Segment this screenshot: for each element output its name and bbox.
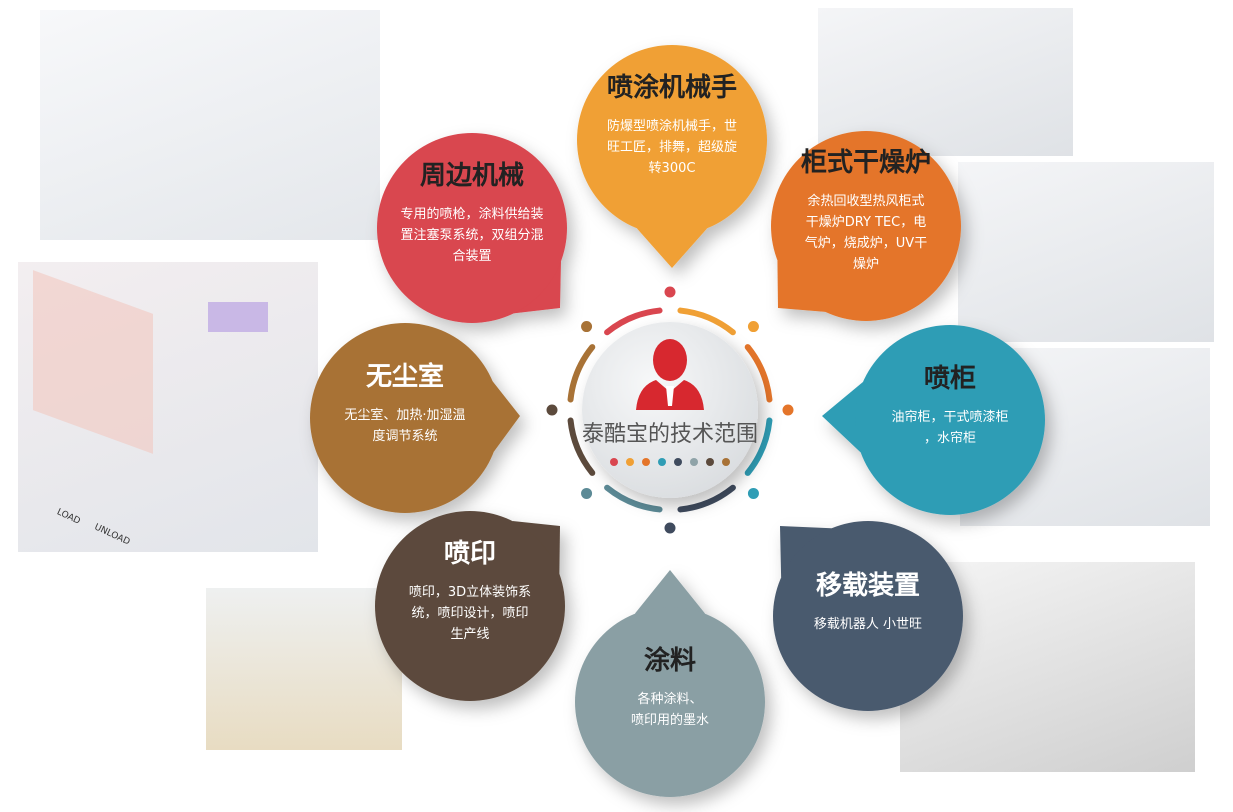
bubble-title: 周边机械	[420, 161, 524, 191]
printing-booth-photo	[206, 588, 402, 750]
ring-arc	[744, 344, 773, 403]
bubble-description-line: 移载机器人 小世旺	[814, 617, 922, 632]
color-dot	[690, 458, 698, 466]
bubble-description-line: 无尘室、加热·加湿温	[344, 407, 465, 423]
color-dot	[706, 458, 714, 466]
color-dot	[626, 458, 634, 466]
ring-arc	[744, 417, 773, 476]
bubble-circle	[310, 323, 500, 513]
ring-node	[661, 519, 679, 537]
bubble-description-line: 置注塞泵系统，双组分混	[400, 227, 543, 243]
businessman-icon	[636, 339, 704, 410]
bubble-description-line: 油帘柜，干式喷漆柜	[891, 409, 1008, 425]
color-dot	[642, 458, 650, 466]
ring-node	[578, 318, 596, 336]
bubble-description-line: 生产线	[450, 627, 489, 642]
bubble-description-line: 干燥炉DRY TEC，电	[806, 215, 927, 230]
ring-node	[779, 401, 797, 419]
bubble-pointer	[492, 381, 520, 452]
bubble-pointer	[636, 228, 708, 268]
bubble-title: 喷柜	[924, 364, 976, 394]
bubble-description-line: ，水帘柜	[924, 430, 976, 446]
bubble-title: 喷涂机械手	[607, 72, 737, 103]
bubble-title: 喷印	[444, 539, 496, 569]
bubble-title: 涂料	[644, 645, 696, 676]
bubble-description-line: 防爆型喷涂机械手，世	[607, 118, 737, 134]
bubble-circle	[773, 521, 963, 711]
spray-booth-line-photo	[40, 10, 380, 240]
bubble-circle	[377, 133, 567, 323]
bubble-description-line: 气炉，烧成炉，UV干	[805, 235, 927, 251]
color-dot	[610, 458, 618, 466]
bubble-pointer	[634, 570, 706, 614]
color-dot	[674, 458, 682, 466]
color-dot	[722, 458, 730, 466]
color-dot	[658, 458, 666, 466]
ring-arc	[567, 417, 596, 476]
bubble-circle	[575, 607, 765, 797]
bubble-circle	[375, 511, 565, 701]
ring-arc	[604, 307, 663, 336]
bubble-circle	[577, 45, 767, 235]
bubble-description-line: 统，喷印设计，喷印	[411, 606, 528, 621]
bubble-title: 移载装置	[816, 571, 920, 601]
ring-arc	[567, 344, 596, 403]
drying-oven-photo	[958, 162, 1214, 342]
bubble-circle	[771, 131, 961, 321]
bubble-description-line: 度调节系统	[372, 428, 437, 444]
ring-arc	[677, 484, 736, 513]
bubble-title: 无尘室	[366, 361, 444, 392]
ring-arc	[677, 307, 736, 336]
bubble-pointer	[822, 382, 863, 453]
ring-node	[661, 283, 679, 301]
bubble-description-line: 专用的喷枪，涂料供给装	[400, 206, 543, 222]
bubble-circle	[855, 325, 1045, 515]
bubble-description-line: 喷印，3D立体装饰系	[409, 585, 531, 600]
bubble-description-line: 旺工匠，排舞，超级旋	[607, 140, 737, 155]
bubble-description-line: 燥炉	[853, 257, 879, 272]
ring-node	[744, 484, 762, 502]
ring-arc	[604, 484, 663, 513]
bubble-description-line: 余热回收型热风柜式	[807, 193, 924, 209]
bubble-description-line: 各种涂料、	[637, 691, 702, 707]
bubble-description-line: 喷印用的墨水	[631, 712, 709, 728]
bubble-title: 柜式干燥炉	[801, 148, 931, 178]
clean-room-photo: LOAD UNLOAD	[18, 262, 318, 552]
bubble-description-line: 合装置	[452, 249, 491, 264]
center-title: 泰酷宝的技术范围	[582, 422, 758, 447]
ring-node	[744, 318, 762, 336]
bubble-description-line: 转300C	[649, 161, 696, 176]
ring-node	[578, 484, 596, 502]
ring-node	[543, 401, 561, 419]
